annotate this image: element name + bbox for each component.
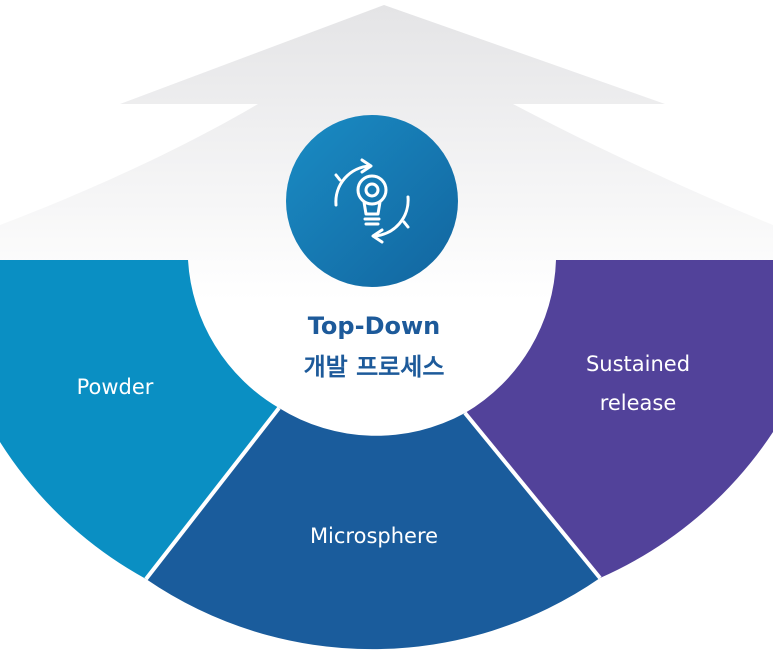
lightbulb-cycle-icon xyxy=(334,158,410,244)
segment-microsphere xyxy=(146,408,600,650)
segment-label-sustained-line1: Sustained xyxy=(586,352,690,376)
segment-sustained-release xyxy=(465,260,773,578)
center-icon-circle xyxy=(286,115,458,287)
segment-divider-right xyxy=(463,411,602,580)
segment-label-microsphere: Microsphere xyxy=(310,524,438,548)
segment-label-powder: Powder xyxy=(77,375,154,399)
segment-divider-left xyxy=(144,406,281,581)
segment-powder xyxy=(0,260,279,579)
center-subtitle: 개발 프로세스 xyxy=(304,353,445,381)
segment-label-sustained-line2: release xyxy=(600,391,677,415)
center-title: Top-Down xyxy=(308,312,440,340)
